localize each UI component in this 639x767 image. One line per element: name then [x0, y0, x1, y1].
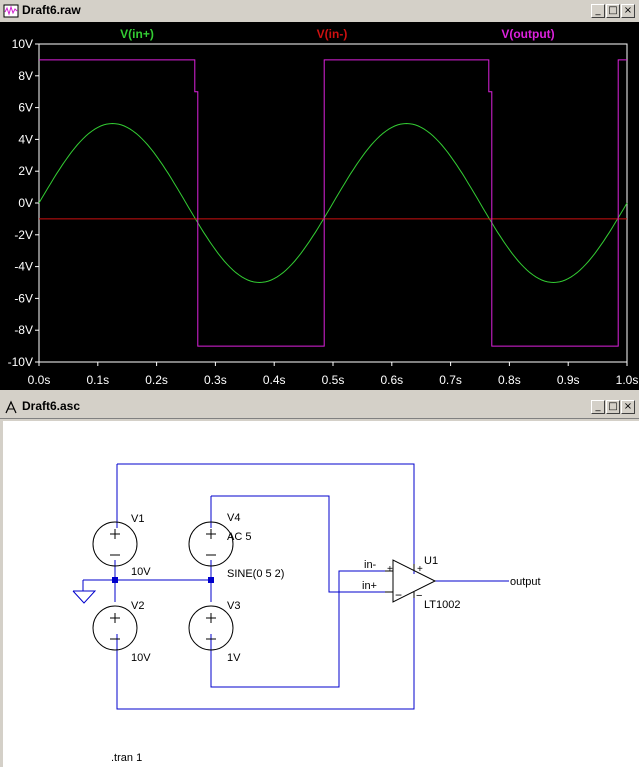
y-tick-label: -8V	[14, 323, 33, 337]
x-tick-label: 0.1s	[86, 373, 109, 387]
v2-label: V2	[131, 600, 144, 612]
x-tick-label: 0.6s	[380, 373, 403, 387]
legend-entry[interactable]: V(in-)	[317, 27, 348, 41]
schematic-title: Draft6.asc	[22, 399, 81, 413]
legend-entry[interactable]: V(output)	[501, 27, 554, 41]
spice-directive: .tran 1	[111, 752, 142, 764]
voltage-source-v3[interactable]	[188, 605, 234, 651]
schematic-window: Draft6.asc _ □ ×	[0, 396, 639, 767]
v4-sine-value: SINE(0 5 2)	[227, 568, 284, 580]
x-tick-label: 1.0s	[616, 373, 639, 387]
y-tick-label: 8V	[18, 69, 33, 83]
ground-symbol	[72, 590, 97, 604]
y-tick-label: 0V	[18, 196, 33, 210]
series-line[interactable]	[38, 122, 628, 284]
y-tick-label: 4V	[18, 132, 33, 146]
x-tick-label: 0.8s	[498, 373, 521, 387]
waveform-plot[interactable]: 10V 8V 6V 4V 2V 0V -2V -4V -6V -8V -10V 0.0s 0.1s 0.2…	[0, 22, 639, 390]
y-tick-label: 10V	[12, 37, 33, 51]
opamp-u1[interactable]	[385, 559, 437, 603]
net-in-minus-label: in-	[364, 559, 377, 571]
waveform-title: Draft6.raw	[22, 3, 81, 17]
schematic-canvas[interactable]: V1 10V V2 10V V4 AC 5 SINE(0 5 2) V3 1V …	[3, 421, 639, 767]
schematic-file-icon	[5, 400, 17, 414]
x-tick-label: 0.9s	[557, 373, 580, 387]
minimize-button[interactable]: _	[591, 4, 605, 18]
junction-dot	[112, 577, 118, 583]
plot-area[interactable]: 10V 8V 6V 4V 2V 0V -2V -4V -6V -8V -10V 0.0s 0.1s 0.2…	[0, 22, 639, 390]
v2-value: 10V	[131, 652, 151, 664]
v3-label: V3	[227, 600, 240, 612]
minimize-button[interactable]: _	[591, 400, 605, 414]
maximize-button[interactable]: □	[606, 400, 620, 414]
v4-ac-value: AC 5	[227, 531, 251, 543]
voltage-source-v2[interactable]	[92, 605, 138, 651]
y-tick-label: -2V	[14, 228, 33, 242]
wires	[82, 463, 509, 710]
x-tick-label: 0.7s	[439, 373, 462, 387]
y-tick-label: -6V	[14, 291, 33, 305]
y-tick-label: 6V	[18, 101, 33, 115]
x-tick-label: 0.4s	[263, 373, 286, 387]
x-tick-label: 0.5s	[322, 373, 345, 387]
y-tick-label: -4V	[14, 260, 33, 274]
opamp-vminus-sign: −	[416, 590, 422, 602]
v4-label: V4	[227, 512, 240, 524]
y-tick-label: -10V	[8, 355, 33, 369]
opamp-minus-sign: −	[395, 588, 402, 602]
u1-label: U1	[424, 555, 438, 567]
voltage-source-v1[interactable]	[92, 521, 138, 567]
net-output-label: output	[510, 576, 541, 588]
u1-part: LT1002	[424, 599, 461, 611]
x-tick-label: 0.2s	[145, 373, 168, 387]
x-tick-label: 0.0s	[28, 373, 51, 387]
opamp-plus-sign: +	[387, 564, 393, 575]
schematic-titlebar[interactable]: Draft6.asc _ □ ×	[0, 396, 639, 419]
waveform-window: Draft6.raw _ □ × 10V 8V 6V 4V 2V 0V -2V -4V -6V -…	[0, 0, 639, 390]
voltage-source-v4[interactable]	[188, 521, 234, 567]
close-button[interactable]: ×	[621, 400, 635, 414]
y-tick-label: 2V	[18, 164, 33, 178]
junction-dot	[208, 577, 214, 583]
v1-value: 10V	[131, 566, 151, 578]
series-line[interactable]	[39, 59, 627, 347]
v3-value: 1V	[227, 652, 241, 664]
opamp-vplus-sign: +	[417, 564, 423, 575]
net-in-plus-label: in+	[362, 580, 377, 592]
legend-entry[interactable]: V(in+)	[120, 27, 154, 41]
waveform-file-icon	[3, 4, 19, 18]
schematic-drawing[interactable]: V1 10V V2 10V V4 AC 5 SINE(0 5 2) V3 1V …	[3, 421, 639, 767]
v1-label: V1	[131, 513, 144, 525]
waveform-titlebar[interactable]: Draft6.raw _ □ ×	[0, 0, 639, 23]
maximize-button[interactable]: □	[606, 4, 620, 18]
x-tick-label: 0.3s	[204, 373, 227, 387]
close-button[interactable]: ×	[621, 4, 635, 18]
